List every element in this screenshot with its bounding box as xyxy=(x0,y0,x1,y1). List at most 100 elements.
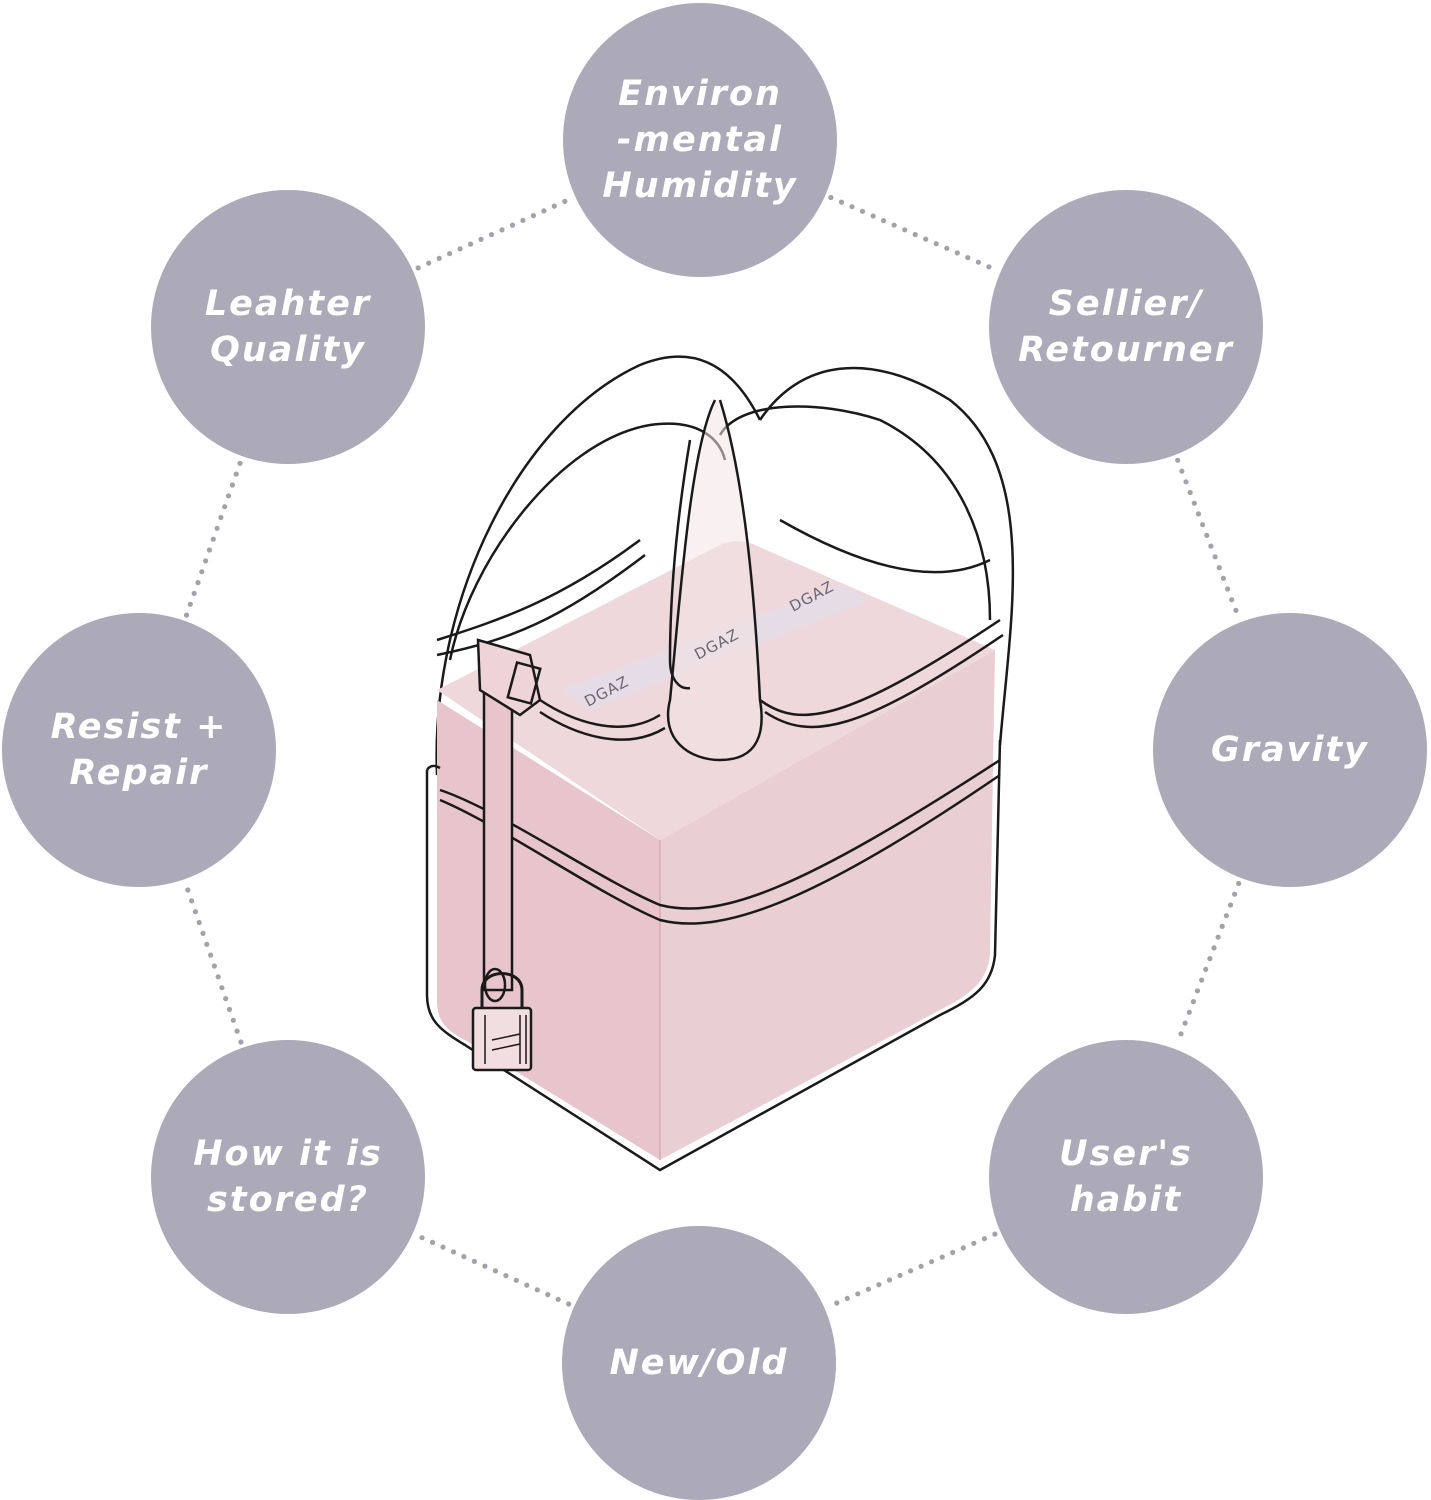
connector-dot xyxy=(1227,902,1234,908)
back-handle xyxy=(435,355,1015,776)
connector-dot xyxy=(897,1272,903,1278)
connector-dot xyxy=(1208,543,1214,549)
connector-dot xyxy=(954,250,960,256)
connector-dot xyxy=(1233,607,1239,614)
connector-dot xyxy=(1207,956,1213,962)
connector-dot xyxy=(499,227,505,233)
connector-dot xyxy=(204,941,210,947)
connector-dot xyxy=(1179,468,1185,474)
connector-dot xyxy=(1204,532,1210,539)
connector-dot xyxy=(960,1245,966,1251)
bag-rim-left xyxy=(436,538,646,657)
factor-gravity: Gravity xyxy=(1153,613,1427,887)
connector-dot xyxy=(992,1231,998,1237)
connector-dot xyxy=(1199,977,1205,983)
connector-dot xyxy=(1183,479,1189,485)
connector-dot xyxy=(1229,597,1235,603)
connector-dot xyxy=(844,1295,850,1301)
connector-dot xyxy=(828,194,834,201)
connector-dot xyxy=(524,1282,530,1288)
connector-dot xyxy=(933,241,939,247)
connector-dot xyxy=(912,231,918,238)
connector-dot xyxy=(1212,554,1218,560)
connector-dot xyxy=(855,1291,861,1297)
padlock-detail xyxy=(484,1015,527,1064)
padlock-ring xyxy=(483,967,507,1003)
connector-dot xyxy=(471,1258,477,1264)
connector-dot xyxy=(566,1301,572,1307)
connector-dot xyxy=(562,198,568,204)
connector-dot xyxy=(440,1244,446,1250)
factor-label: Leahter Quality xyxy=(204,284,372,370)
connector-dot xyxy=(865,1286,872,1292)
connector-dot xyxy=(908,1268,914,1274)
connector-dot xyxy=(965,255,971,261)
connector-dot xyxy=(1175,457,1181,463)
connector-dot xyxy=(1195,511,1202,517)
connector-dot xyxy=(429,1239,436,1245)
connector-dot xyxy=(1200,522,1206,528)
connector-dot xyxy=(886,1277,893,1283)
connector-dot xyxy=(870,213,876,219)
connector-dot xyxy=(223,996,229,1002)
connector-dot xyxy=(1216,565,1222,571)
connector-dot xyxy=(950,1249,956,1256)
connector-dot xyxy=(225,493,232,499)
connector-dot xyxy=(206,547,212,553)
connector-dot xyxy=(450,1249,457,1255)
connector-dot xyxy=(923,236,929,242)
factor-how-stored: How it is stored? xyxy=(151,1040,425,1314)
connector-dot xyxy=(478,236,484,242)
connector-dot xyxy=(215,974,221,980)
connector-dot xyxy=(426,260,432,266)
connector-dot xyxy=(219,985,225,991)
connector-dot xyxy=(929,1259,935,1265)
connector-dot xyxy=(237,460,243,466)
connector-dot xyxy=(191,590,197,597)
connector-dot xyxy=(971,1240,977,1246)
connector-dot xyxy=(834,1300,840,1306)
connector-dot xyxy=(944,245,950,251)
connector-dot xyxy=(891,222,897,228)
connector-dot xyxy=(513,1277,519,1283)
factor-resist-repair: Resist + Repair xyxy=(2,613,276,887)
factor-label: User's habit xyxy=(1059,1134,1193,1220)
connector-dot xyxy=(233,471,239,477)
connector-dot xyxy=(1211,945,1217,951)
connector-dot xyxy=(541,208,547,214)
connector-dot xyxy=(1191,500,1197,506)
connector-dot xyxy=(482,1263,488,1269)
factor-environmental-humidity: Environ -mental Humidity xyxy=(563,3,837,277)
connector-dot xyxy=(503,1273,509,1279)
connector-dot xyxy=(468,241,474,247)
factor-label: Gravity xyxy=(1211,730,1369,770)
connector-dot xyxy=(1236,880,1242,887)
connector-dot xyxy=(881,218,887,224)
bag-rim-front xyxy=(539,698,666,741)
strap-buckle-ring xyxy=(506,660,542,706)
connector-dot xyxy=(859,208,866,214)
connector-dot xyxy=(214,525,220,531)
connector-dot xyxy=(461,1254,467,1260)
connector-dot xyxy=(1182,1020,1188,1026)
connector-dot xyxy=(203,558,209,564)
factor-leather-quality: Leahter Quality xyxy=(151,190,425,464)
factor-label: Environ -mental Humidity xyxy=(602,74,798,206)
factor-label: New/Old xyxy=(609,1343,789,1383)
bag-lower-shell xyxy=(425,739,1002,1172)
connector-dot xyxy=(986,264,992,270)
connector-dot xyxy=(211,963,217,969)
connector-dot xyxy=(838,199,845,205)
connector-dot xyxy=(509,222,516,228)
connector-dot xyxy=(520,217,526,223)
connector-dot xyxy=(849,204,855,210)
factor-new-old: New/Old xyxy=(562,1226,836,1500)
connector-dot xyxy=(189,898,195,904)
connector-dot xyxy=(218,514,224,521)
connector-dot xyxy=(555,1296,561,1302)
connector-dot xyxy=(234,1028,240,1034)
padlock-icon xyxy=(471,1006,533,1072)
